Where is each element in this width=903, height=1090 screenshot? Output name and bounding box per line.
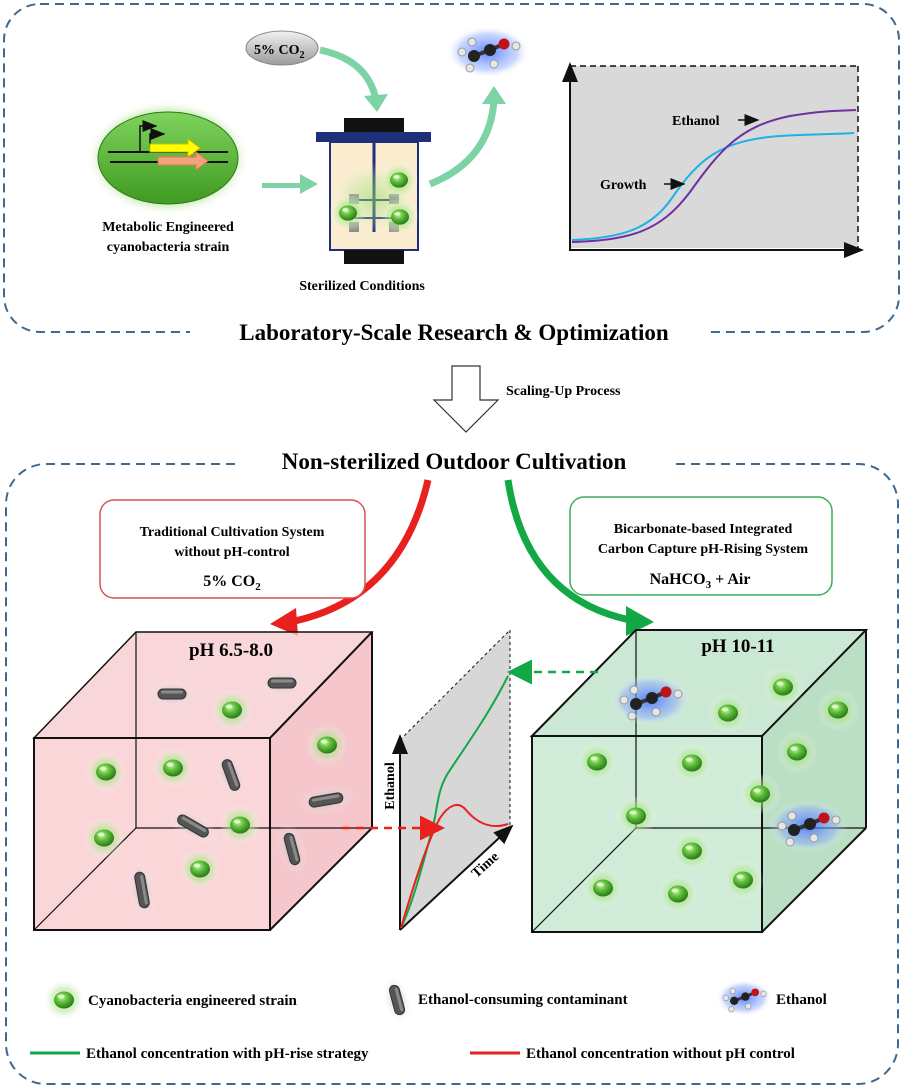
traditional-condition: 5% CO2 — [203, 573, 261, 593]
contaminant-rod-icon — [276, 822, 308, 876]
bicarbonate-system-box — [569, 496, 833, 596]
lab-section-title: Laboratory-Scale Research & Optimization — [239, 320, 669, 345]
scaling-up-label: Scaling-Up Process — [506, 384, 621, 399]
contaminant-rod-icon — [297, 785, 355, 815]
legend-green-line-label: Ethanol concentration with pH-rise strat… — [86, 1046, 369, 1062]
bicarbonate-branch-arrow — [504, 479, 631, 624]
traditional-branch-arrow — [289, 479, 432, 626]
cyanobacteria-cell-icon — [762, 666, 804, 708]
outdoor-section-title: Non-sterilized Outdoor Cultivation — [282, 449, 627, 474]
cyanobacteria-cell-icon — [83, 817, 125, 859]
cyanobacteria-cell-icon — [707, 692, 749, 734]
lab-chart-growth-label: Growth — [600, 178, 647, 193]
contaminant-rod-icon — [127, 859, 157, 921]
co2-arrow — [319, 46, 380, 101]
cyanobacteria-cell-icon — [576, 741, 618, 783]
cyanobacteria-cell-icon — [306, 724, 348, 766]
contaminant-rod-icon — [381, 975, 413, 1025]
cyanobacteria-cell-icon — [615, 795, 657, 837]
cyanobacteria-cell-icon — [380, 161, 418, 199]
contaminant-rod-icon — [258, 669, 306, 697]
ethanol-molecule-icon — [768, 800, 848, 852]
cyanobacteria-cell-icon — [211, 689, 253, 731]
lab-chart-ethanol-label: Ethanol — [672, 114, 720, 129]
cyanobacteria-cell-icon — [43, 979, 85, 1021]
mini-chart-green-line — [400, 675, 509, 929]
cyanobacteria-cell-icon — [722, 859, 764, 901]
flow-arrow-to-ethanol — [428, 99, 498, 188]
flow-arrow-to-reactor — [262, 174, 318, 194]
cyanobacteria-cell-icon — [671, 742, 713, 784]
cyanobacteria-cell-icon — [381, 198, 419, 236]
mini-chart-x-axis — [399, 824, 514, 931]
cyanobacteria-cell-icon — [329, 194, 367, 232]
lab-growth-chart — [562, 62, 864, 258]
cyanobacteria-cell-icon — [152, 747, 194, 789]
ethanol-molecule-icon — [610, 674, 690, 726]
bicarbonate-title-line1: Bicarbonate-based Integrated — [614, 522, 793, 537]
contaminant-rod-icon — [214, 748, 248, 802]
bicarbonate-condition: NaHCO3 + Air — [650, 571, 751, 591]
ethanol-curve — [571, 109, 857, 243]
co2-bubble-label: 5% CO2 — [254, 43, 305, 61]
reactor-label: Sterilized Conditions — [299, 279, 425, 294]
strain-label-line2: cyanobacteria strain — [107, 240, 230, 255]
cyanobacteria-cell-icon — [817, 689, 859, 731]
scaling-up-arrow — [432, 365, 500, 433]
traditional-system-box — [99, 499, 366, 599]
legend-strain-label: Cyanobacteria engineered strain — [88, 993, 298, 1009]
cyanobacteria-cell-icon — [776, 731, 818, 773]
contaminant-rod-icon — [148, 680, 196, 708]
ethanol-molecule-icon — [716, 979, 772, 1017]
cyanobacteria-cell-icon — [671, 830, 713, 872]
lab-panel-border — [3, 3, 900, 333]
cyanobacteria-cell-icon — [219, 804, 261, 846]
legend-red-line-label: Ethanol concentration without pH control — [526, 1046, 795, 1062]
cyanobacteria-cell-icon — [739, 773, 781, 815]
legend-ethanol-label: Ethanol — [776, 992, 827, 1008]
growth-curve — [571, 132, 855, 241]
cyanobacteria-cell-icon — [179, 848, 221, 890]
ethanol-molecule-icon — [446, 26, 530, 78]
mini-chart-y-label: Ethanol — [383, 762, 398, 810]
legend-contaminant-label: Ethanol-consuming contaminant — [418, 992, 628, 1008]
contaminant-rods — [127, 669, 413, 1025]
engineered-cell-icon — [86, 100, 250, 216]
strain-label-line1: Metabolic Engineered — [102, 220, 234, 235]
cyanobacteria-cells — [43, 161, 859, 1021]
contaminant-rod-icon — [167, 807, 219, 845]
traditional-ph-label: pH 6.5-8.0 — [189, 640, 273, 661]
ethanol-molecules — [610, 674, 848, 1017]
mini-chart-red-line — [400, 803, 509, 929]
traditional-title-line1: Traditional Cultivation System — [140, 525, 325, 540]
cyanobacteria-cell-icon — [582, 867, 624, 909]
cyanobacteria-cell-icon — [85, 751, 127, 793]
bicarbonate-ph-label: pH 10-11 — [701, 636, 774, 657]
bicarbonate-title-line2: Carbon Capture pH-Rising System — [598, 542, 808, 557]
cyanobacteria-cell-icon — [657, 873, 699, 915]
traditional-title-line2: without pH-control — [174, 545, 289, 560]
co2-bubble — [245, 30, 319, 66]
ethanol-time-chart — [392, 629, 514, 931]
